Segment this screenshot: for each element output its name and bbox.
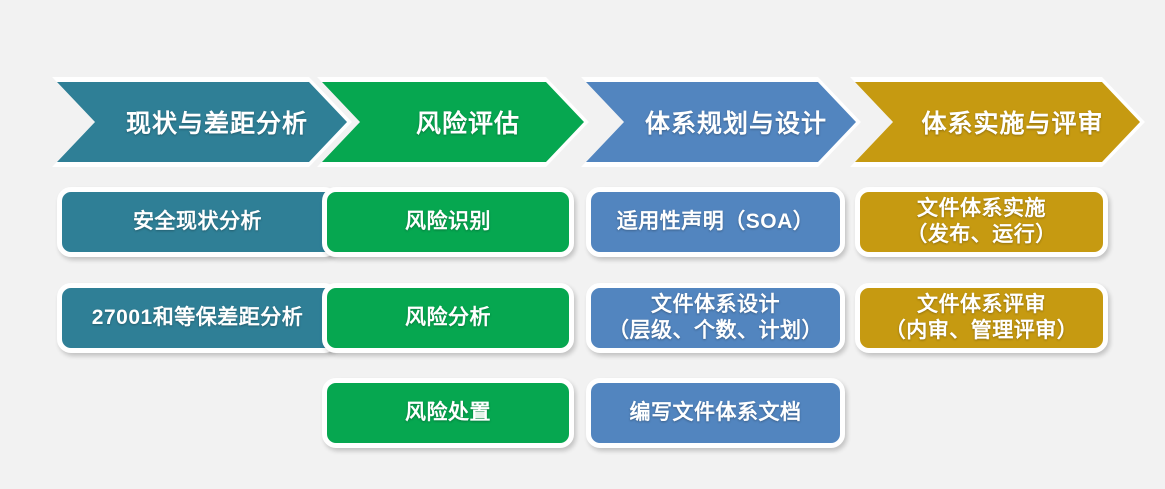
phase-banner-2[interactable]: 风险评估 bbox=[322, 82, 584, 162]
phase-3-item-2[interactable]: 文件体系设计 （层级、个数、计划） bbox=[586, 283, 845, 353]
phase-2-item-2-line-1: 风险分析 bbox=[405, 306, 491, 330]
phase-4-item-2-line-1: 文件体系评审 bbox=[917, 293, 1046, 317]
phase-banner-label-2: 风险评估 bbox=[415, 110, 520, 138]
phase-1-item-1-line-1: 安全现状分析 bbox=[133, 210, 262, 234]
phase-1-item-2-line-1: 27001和等保差距分析 bbox=[91, 306, 304, 330]
phase-3-item-1[interactable]: 适用性声明（SOA） bbox=[586, 187, 845, 257]
phase-2-item-3[interactable]: 风险处置 bbox=[322, 378, 574, 448]
phase-4-item-1-line-1: 文件体系实施 bbox=[917, 197, 1046, 221]
phase-4-item-2[interactable]: 文件体系评审 （内审、管理评审） bbox=[855, 283, 1108, 353]
phase-banner-3[interactable]: 体系规划与设计 bbox=[586, 82, 856, 162]
phase-3-item-3[interactable]: 编写文件体系文档 bbox=[586, 378, 845, 448]
phase-2-item-3-line-1: 风险处置 bbox=[405, 401, 491, 425]
phase-2-item-2[interactable]: 风险分析 bbox=[322, 283, 574, 353]
phase-4-item-2-line-2: （内审、管理评审） bbox=[884, 319, 1079, 342]
phase-banner-1[interactable]: 现状与差距分析 bbox=[57, 82, 347, 162]
phase-1-item-2[interactable]: 27001和等保差距分析 bbox=[57, 283, 338, 353]
phase-banner-label-1: 现状与差距分析 bbox=[125, 110, 308, 138]
phase-1-item-1[interactable]: 安全现状分析 bbox=[57, 187, 338, 257]
phase-3-item-2-line-2: （层级、个数、计划） bbox=[608, 319, 823, 342]
phase-4-item-1-line-2: （发布、运行） bbox=[906, 223, 1057, 246]
phase-banner-row: 现状与差距分析 风险评估 体系规划与设计 体系实施与评审 bbox=[0, 82, 1165, 162]
phase-banner-label-4: 体系实施与评审 bbox=[921, 110, 1104, 138]
phase-3-item-1-line-1: 适用性声明（SOA） bbox=[616, 210, 815, 234]
phase-banner-label-3: 体系规划与设计 bbox=[644, 110, 827, 138]
phase-3-item-2-line-1: 文件体系设计 bbox=[651, 293, 780, 317]
phase-3-item-3-line-1: 编写文件体系文档 bbox=[629, 401, 802, 425]
phase-4-item-1[interactable]: 文件体系实施 （发布、运行） bbox=[855, 187, 1108, 257]
phase-banner-4[interactable]: 体系实施与评审 bbox=[855, 82, 1140, 162]
phase-2-item-1-line-1: 风险识别 bbox=[405, 210, 491, 234]
phase-2-item-1[interactable]: 风险识别 bbox=[322, 187, 574, 257]
